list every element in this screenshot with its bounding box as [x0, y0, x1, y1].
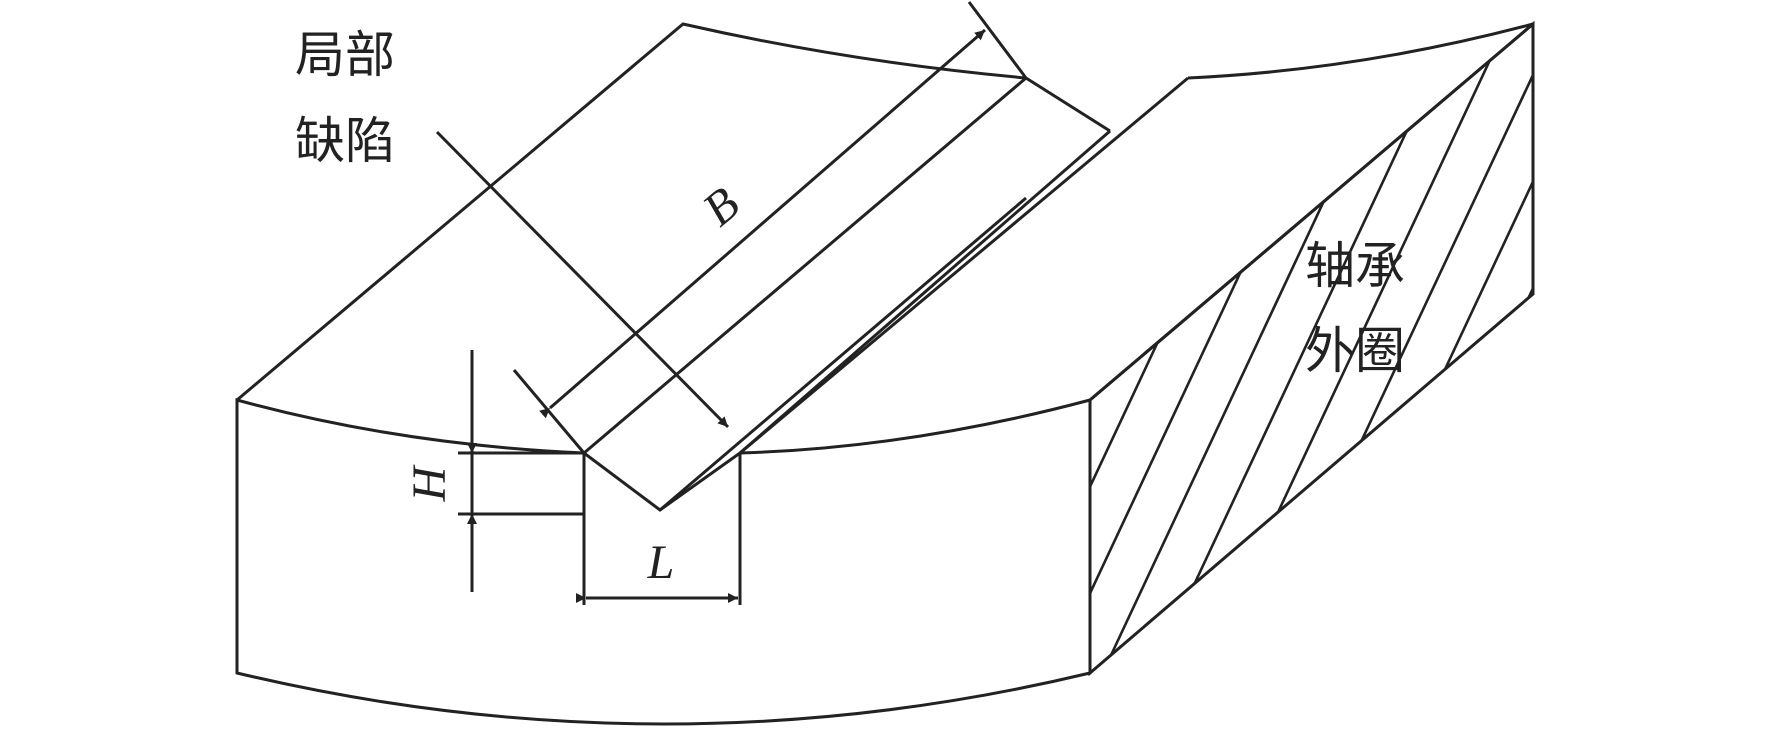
- dim-b-arrow: [539, 28, 986, 419]
- local-defect-label-line1: 局部: [295, 26, 395, 84]
- dim-b-label: B: [693, 177, 750, 236]
- top-face-right-back-edge: [1187, 22, 1534, 80]
- defect-groove-edge-right: [739, 129, 1111, 455]
- defect-groove-bottom: [659, 196, 1027, 512]
- front-face-outline: [235, 398, 1092, 726]
- outer-ring-label-line1: 轴承: [1305, 237, 1405, 295]
- outer-ring-label-line2: 外圈: [1305, 322, 1405, 380]
- side-face-hatching: [1090, 59, 1533, 673]
- dim-b-extension-front: [512, 369, 586, 454]
- side-face-outline: [1088, 20, 1535, 677]
- local-defect-leader-arrow: [435, 130, 730, 429]
- dim-h-label: H: [403, 464, 456, 502]
- local-defect-label-line2: 缺陷: [295, 112, 395, 170]
- defect-groove-back-edge: [1025, 76, 1111, 133]
- dim-l-label: L: [647, 536, 675, 589]
- dim-b-extension-back: [967, 1, 1028, 79]
